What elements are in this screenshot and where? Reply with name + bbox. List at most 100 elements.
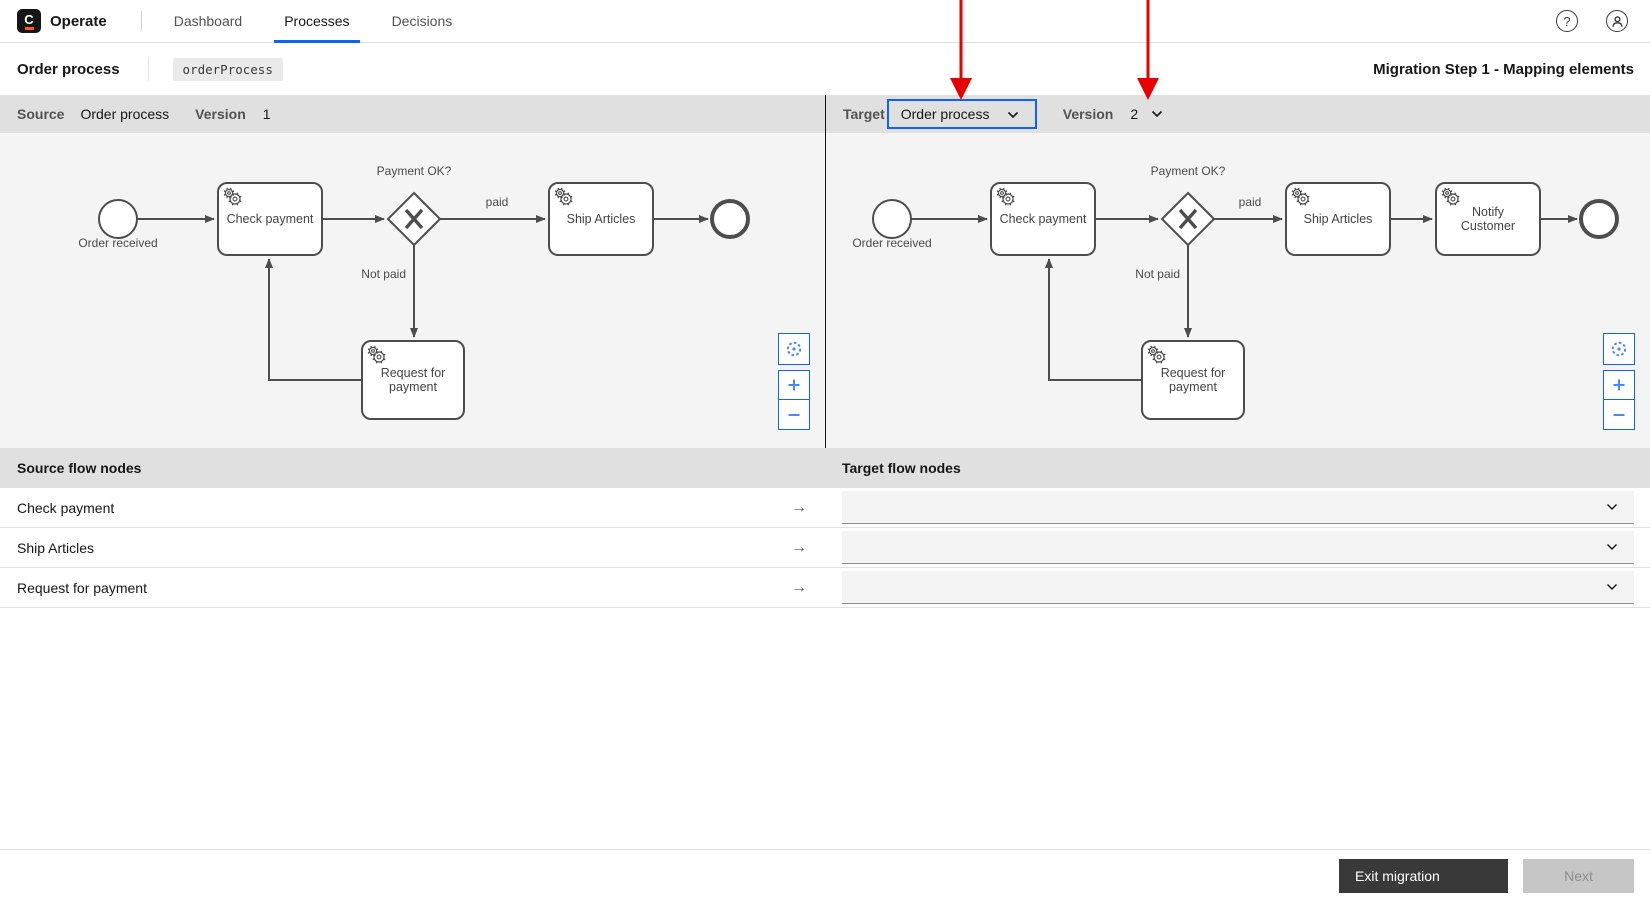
panel-divider — [825, 95, 826, 448]
target-flow-node-select[interactable] — [842, 491, 1634, 524]
node-label: Payment OK? — [1151, 164, 1226, 178]
bpmn-check-payment[interactable]: Check payment — [990, 182, 1096, 256]
chevron-down-icon — [1152, 110, 1163, 118]
chevron-down-icon — [1607, 584, 1617, 590]
target-flow-node-select[interactable] — [842, 531, 1634, 564]
target-process-dropdown[interactable]: Order process — [886, 99, 1037, 129]
target-zoom-in-button[interactable] — [1603, 370, 1635, 400]
bpmn-sequence-flow: paid — [1214, 195, 1283, 223]
help-icon[interactable]: ? — [1556, 10, 1578, 32]
task-label: Check payment — [1000, 212, 1087, 226]
task-label: payment — [389, 380, 437, 394]
bpmn-payment-gateway: Payment OK? — [1151, 164, 1226, 247]
target-flow-nodes-header: Target flow nodes — [842, 460, 961, 476]
bpmn-sequence-flow: Not paid — [361, 245, 418, 338]
app-name: Operate — [50, 12, 107, 30]
source-zoom-in-button[interactable] — [778, 370, 810, 400]
target-flow-node-select[interactable] — [842, 571, 1634, 604]
task-label: payment — [1169, 380, 1217, 394]
node-label: Order received — [78, 236, 157, 250]
source-version-label: Version — [195, 106, 246, 122]
bpmn-sequence-flow: Not paid — [1135, 245, 1192, 338]
service-task-gear-icon — [554, 187, 566, 199]
source-diagram-reset-button[interactable] — [778, 333, 810, 365]
mapping-table-rows: Check payment→Ship Articles→Request for … — [0, 488, 1650, 608]
bpmn-end-event — [1579, 199, 1619, 239]
service-task-gear-icon — [1291, 187, 1303, 199]
arrow-right-icon: → — [791, 538, 807, 556]
nav-tabs: Dashboard Processes Decisions — [164, 0, 485, 43]
process-name: Order process — [17, 60, 120, 78]
bpmn-ship-articles[interactable]: Ship Articles — [548, 182, 654, 256]
task-label: Customer — [1461, 219, 1515, 233]
node-label: Order received — [852, 236, 931, 250]
next-button[interactable]: Next — [1523, 859, 1634, 893]
minus-icon — [788, 413, 800, 416]
source-version-value: 1 — [262, 106, 271, 122]
source-flow-node-name: Request for payment — [17, 579, 147, 596]
bpmn-sequence-flow: paid — [440, 195, 546, 223]
person-glyph — [1611, 15, 1623, 27]
target-version-dropdown[interactable] — [1151, 110, 1163, 118]
bpmn-ship-articles[interactable]: Ship Articles — [1285, 182, 1391, 256]
target-version-value: 2 — [1130, 106, 1139, 122]
source-process-name: Order process — [80, 106, 170, 122]
table-row: Request for payment→ — [0, 568, 1650, 608]
task-label: Notify — [1472, 205, 1505, 219]
user-icon[interactable] — [1606, 10, 1628, 32]
node-label: Payment OK? — [377, 164, 452, 178]
target-label: Target — [843, 106, 885, 122]
camunda-logo[interactable]: C — [17, 9, 41, 33]
exit-migration-button[interactable]: Exit migration — [1339, 859, 1508, 893]
target-zoom-out-button[interactable] — [1603, 400, 1635, 430]
process-subheader: Order process orderProcess Migration Ste… — [0, 43, 1650, 95]
nav-divider — [140, 11, 142, 31]
camunda-logo-underline — [24, 26, 34, 30]
bpmn-end-event — [710, 199, 750, 239]
source-flow-nodes-header: Source flow nodes — [17, 460, 142, 476]
chevron-down-icon — [1007, 106, 1019, 122]
service-task-gear-icon — [367, 345, 379, 357]
mapping-table: Source flow nodes Target flow nodes Chec… — [0, 448, 1650, 608]
reset-viewport-icon — [1611, 341, 1627, 357]
source-zoom-out-button[interactable] — [778, 400, 810, 430]
service-task-gear-icon — [1446, 192, 1460, 206]
target-version-label: Version — [1062, 106, 1114, 122]
task-label: Ship Articles — [1304, 212, 1373, 226]
source-flow-node-name: Check payment — [17, 499, 115, 516]
chevron-down-icon — [1607, 504, 1617, 510]
bpmn-order-received: Order received — [852, 199, 932, 250]
top-navigation: C Operate Dashboard Processes Decisions ? — [0, 0, 1650, 43]
service-task-gear-icon — [1001, 192, 1015, 206]
target-panel-header: Target Order process Version 2 — [826, 95, 1650, 133]
tab-dashboard[interactable]: Dashboard — [173, 13, 243, 29]
tab-decisions[interactable]: Decisions — [391, 13, 453, 29]
migration-step-title: Migration Step 1 - Mapping elements — [1373, 60, 1634, 78]
arrow-right-icon: → — [791, 498, 807, 516]
task-label: Request for — [1161, 366, 1226, 380]
flow-label: Not paid — [1135, 267, 1180, 281]
minus-icon — [1613, 413, 1625, 416]
bpmn-sequence-flow — [265, 258, 362, 381]
plus-icon — [788, 379, 800, 391]
bpmn-check-payment[interactable]: Check payment — [217, 182, 323, 256]
bpmn-payment-gateway: Payment OK? — [377, 164, 452, 247]
flow-label: paid — [486, 195, 509, 209]
target-diagram-reset-button[interactable] — [1603, 333, 1635, 365]
service-task-gear-icon — [1147, 345, 1159, 357]
tab-processes[interactable]: Processes — [274, 0, 381, 43]
source-diagram-controls — [778, 333, 810, 430]
bpmn-order-received: Order received — [78, 199, 158, 250]
camunda-logo-letter: C — [24, 11, 34, 27]
bpmn-sequence-flow — [1045, 258, 1142, 381]
source-label: Source — [17, 106, 65, 122]
